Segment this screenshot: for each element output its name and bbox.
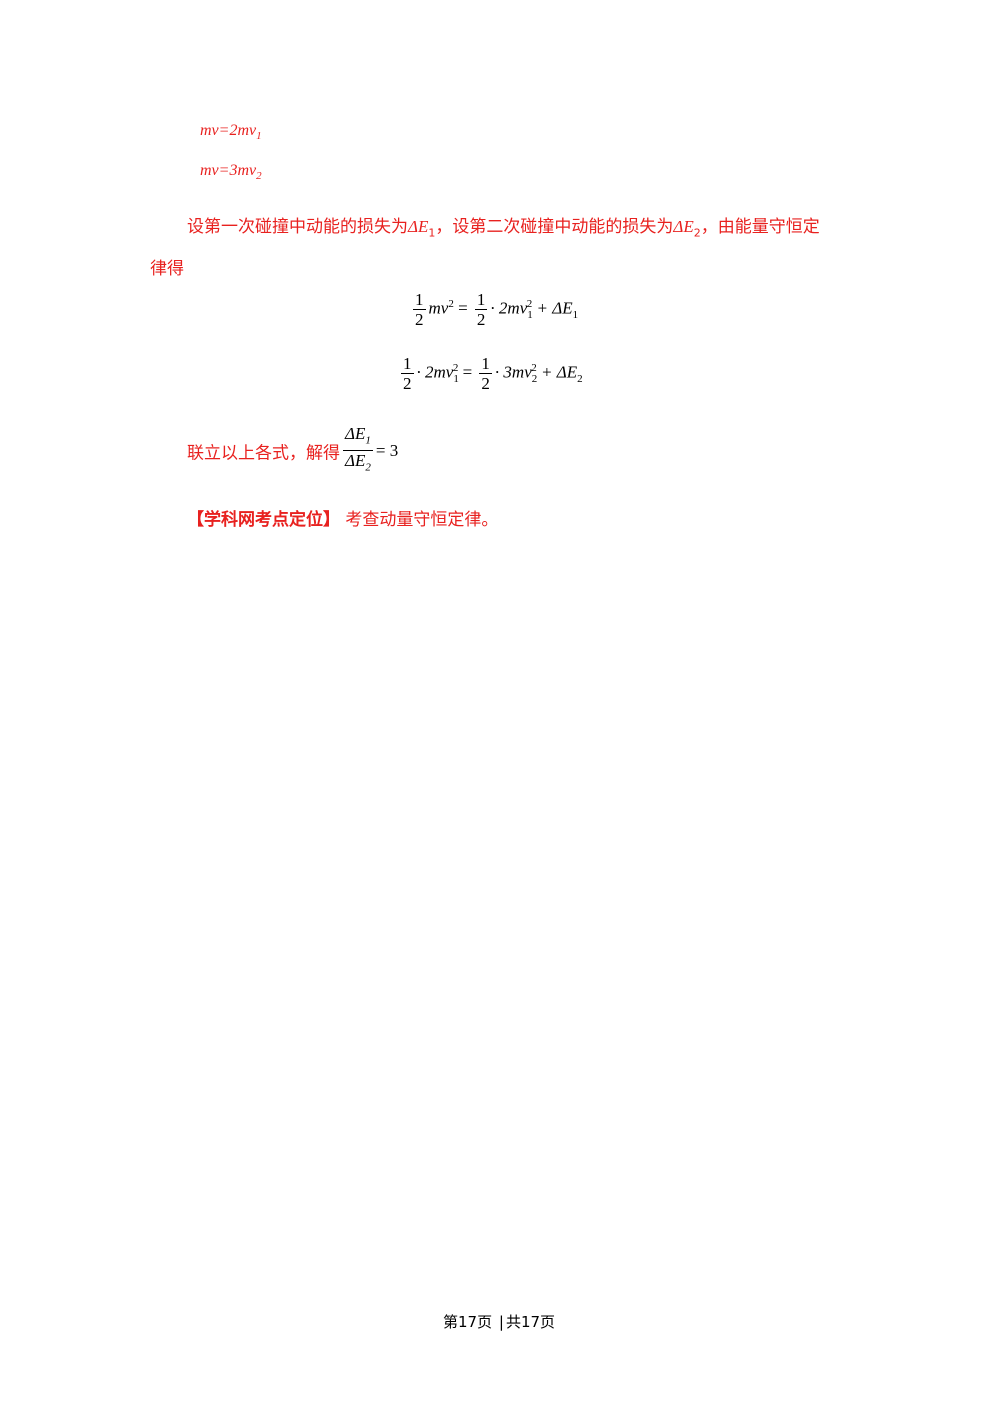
footer-total-pages: 共17页 (505, 1313, 556, 1331)
p1-text-b: ，设第二次碰撞中动能的损失为 (435, 217, 674, 237)
p1-text-c: ，由能量守恒定 (700, 217, 820, 237)
kaodian-text: 考查动量守恒定律。 (345, 510, 499, 530)
eq1-lhs-sup: 2 (448, 297, 454, 310)
frac-den: 2 (415, 310, 424, 329)
eq2-rhs-sup: 2 (531, 361, 537, 374)
eq2-lhs: mv (200, 162, 219, 179)
ratio-num: ΔE1 (343, 424, 373, 452)
paragraph-energy-loss: 设第一次碰撞中动能的损失为ΔE1，设第二次碰撞中动能的损失为ΔE2，由能量守恒定 (187, 212, 820, 239)
eq2-eq: = (218, 162, 230, 179)
frac-num: 1 (479, 354, 492, 374)
ratio-den-sub: 2 (365, 461, 371, 474)
eq2-lhs-sup: 2 (452, 361, 459, 374)
p1-text-a: 设第一次碰撞中动能的损失为 (187, 217, 408, 237)
frac-den: 2 (481, 374, 490, 393)
eq1-lhs: mv (200, 122, 219, 139)
eq1-rhs-sup: 2 (526, 297, 533, 310)
eq2-lhs-term: · 2mv (416, 362, 454, 382)
eq1-lhs-term: mv (428, 298, 449, 318)
p2-text: 联立以上各式，解得 (187, 443, 340, 464)
momentum-eq-1: mv=2mv1 (200, 122, 262, 142)
ratio-num-sub: 1 (365, 434, 371, 447)
kaodian-line: 【学科网考点定位】 考查动量守恒定律。 (187, 505, 498, 530)
eq1-rhs-sub: 1 (527, 308, 533, 321)
eq2-sub: 2 (256, 170, 262, 183)
frac-num: 1 (413, 290, 426, 310)
ratio-result: = 3 (375, 440, 399, 460)
eq2-rhs-term: · 3mv (494, 362, 532, 382)
footer-separator: | (498, 1313, 504, 1331)
page-footer: 第17页 |共17页 (443, 1311, 555, 1332)
eq1-rhs-term: · 2mv (490, 298, 528, 318)
paragraph-energy-loss-cont: 律得 (150, 259, 184, 279)
eq2-equals: = (462, 362, 473, 382)
eq1-rhs: 2mv (229, 122, 257, 139)
frac-den: 2 (476, 310, 486, 329)
footer-page-number: 第17页 (443, 1313, 493, 1331)
eq1-sub: 1 (256, 130, 262, 143)
eq2-rhs: 3mv (229, 162, 257, 179)
frac-num: 1 (474, 290, 488, 310)
frac-den: 2 (403, 374, 412, 393)
p1-dE1-sub: 1 (428, 226, 436, 240)
p1-dE2: ΔE (673, 217, 694, 236)
frac-num: 1 (401, 354, 414, 374)
p1-dE1: ΔE (408, 217, 429, 236)
ratio-den: ΔE2 (343, 451, 373, 477)
eq1-plus-term: + ΔE (536, 298, 573, 318)
eq2-plus-sub: 2 (577, 372, 583, 385)
p1-dE2-sub: 2 (693, 226, 701, 240)
eq1-eq: = (218, 122, 230, 139)
kaodian-label: 【学科网考点定位】 (187, 510, 340, 530)
eq1-plus-sub: 1 (572, 308, 579, 321)
ratio-num-text: ΔE (345, 424, 366, 443)
eq2-rhs-sub: 2 (531, 372, 538, 385)
ratio-den-text: ΔE (345, 451, 366, 471)
eq2-plus-term: + ΔE (541, 362, 578, 382)
momentum-eq-2: mv=3mv2 (200, 162, 262, 182)
eq1-equals: = (458, 298, 468, 318)
eq2-lhs-sub: 1 (453, 372, 459, 385)
